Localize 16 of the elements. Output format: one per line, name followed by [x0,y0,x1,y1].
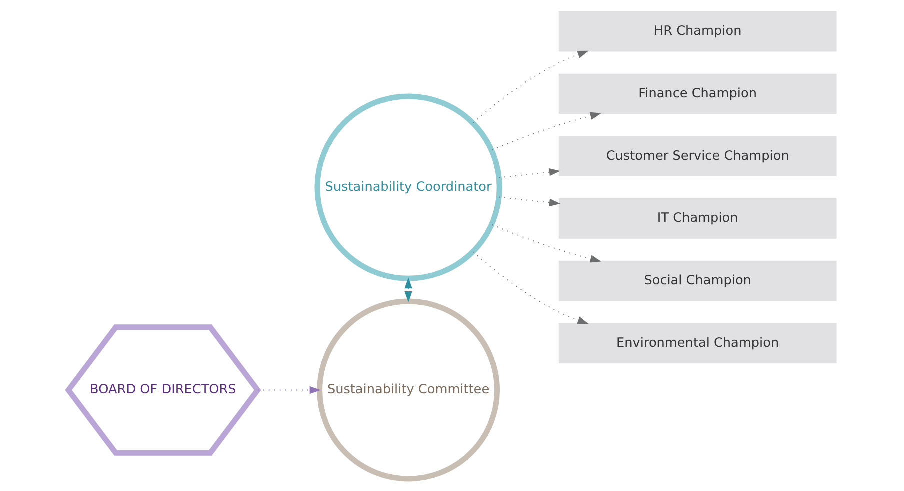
arrow [491,224,601,263]
arrow [404,278,412,303]
arrow [256,386,320,394]
node-circle: Sustainability Committee [316,298,500,482]
arrow [472,252,588,324]
arrow [491,112,601,151]
arrow [498,196,560,207]
arrow [472,50,588,124]
node-box: Customer Service Champion [558,136,836,177]
node-box: IT Champion [558,198,836,239]
node-box: Environmental Champion [558,323,836,364]
node-box: Finance Champion [558,74,836,114]
arrow [498,168,560,178]
node-box: Social Champion [558,260,836,302]
node-circle: Sustainability Coordinator [314,94,502,282]
node-box: HR Champion [558,11,836,52]
